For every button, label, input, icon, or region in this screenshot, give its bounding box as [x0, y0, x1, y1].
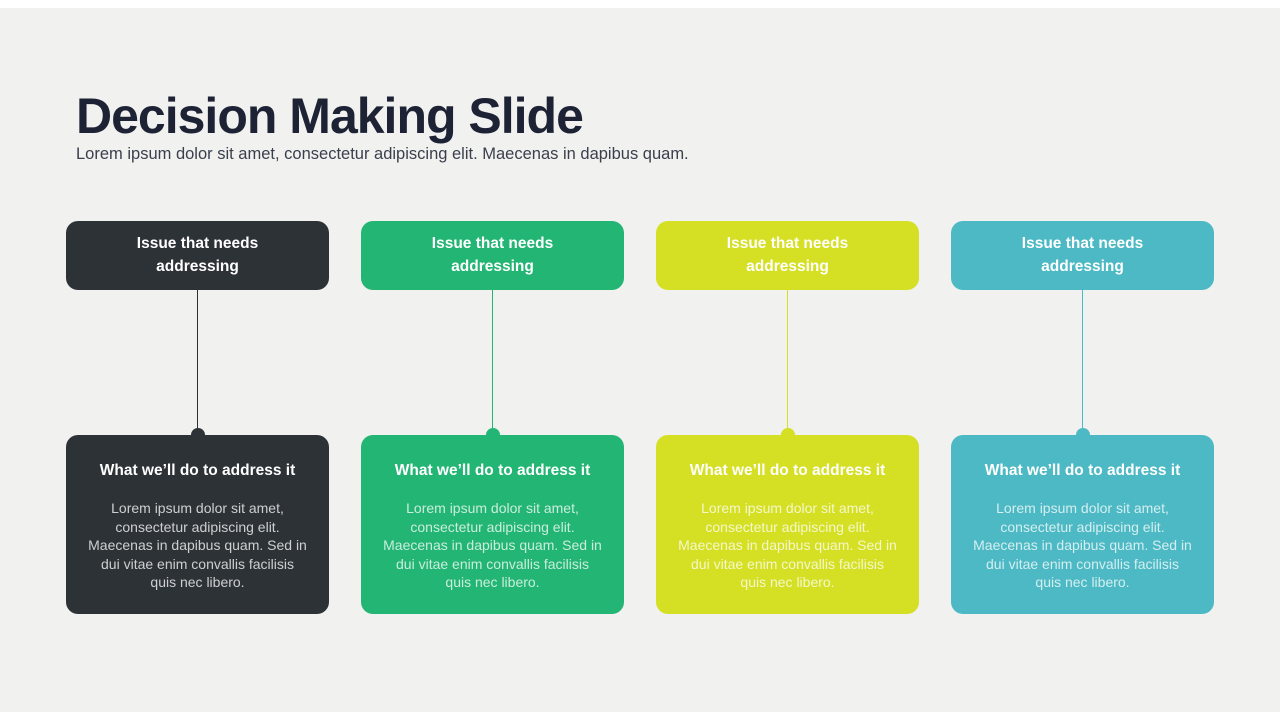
- decision-columns: Issue that needs addressing What we’ll d…: [66, 221, 1214, 614]
- action-text: Lorem ipsum dolor sit amet, consectetur …: [88, 500, 307, 591]
- connector-node: [485, 428, 500, 435]
- issue-header-box: Issue that needs addressing: [66, 221, 329, 290]
- action-text: Lorem ipsum dolor sit amet, consectetur …: [678, 500, 897, 591]
- connector-line: [786, 290, 789, 428]
- action-title: What we’ll do to address it: [99, 462, 296, 479]
- action-body-box: What we’ll do to address it Lorem ipsum …: [66, 435, 329, 614]
- action-title: What we’ll do to address it: [394, 462, 591, 479]
- bottom-frame-bar: [0, 712, 1280, 720]
- action-text: Lorem ipsum dolor sit amet, consectetur …: [383, 500, 602, 591]
- action-text: Lorem ipsum dolor sit amet, consectetur …: [973, 500, 1192, 591]
- issue-header-box: Issue that needs addressing: [951, 221, 1214, 290]
- connector-line: [196, 290, 199, 428]
- action-body-box: What we’ll do to address it Lorem ipsum …: [361, 435, 624, 614]
- top-frame-bar: [0, 0, 1280, 8]
- connector-node: [190, 428, 205, 435]
- action-body-box: What we’ll do to address it Lorem ipsum …: [951, 435, 1214, 614]
- decision-column-3: Issue that needs addressing What we’ll d…: [656, 221, 919, 614]
- page-title: Decision Making Slide: [76, 87, 584, 144]
- action-title: What we’ll do to address it: [689, 462, 886, 479]
- issue-header-box: Issue that needs addressing: [361, 221, 624, 290]
- connector-line: [491, 290, 494, 428]
- issue-header-box: Issue that needs addressing: [656, 221, 919, 290]
- page-subtitle: Lorem ipsum dolor sit amet, consectetur …: [76, 144, 689, 163]
- action-title: What we’ll do to address it: [984, 462, 1181, 479]
- connector-node: [1075, 428, 1090, 435]
- decision-column-2: Issue that needs addressing What we’ll d…: [361, 221, 624, 614]
- decision-column-4: Issue that needs addressing What we’ll d…: [951, 221, 1214, 614]
- connector-line: [1081, 290, 1084, 428]
- action-body-box: What we’ll do to address it Lorem ipsum …: [656, 435, 919, 614]
- decision-column-1: Issue that needs addressing What we’ll d…: [66, 221, 329, 614]
- connector-node: [780, 428, 795, 435]
